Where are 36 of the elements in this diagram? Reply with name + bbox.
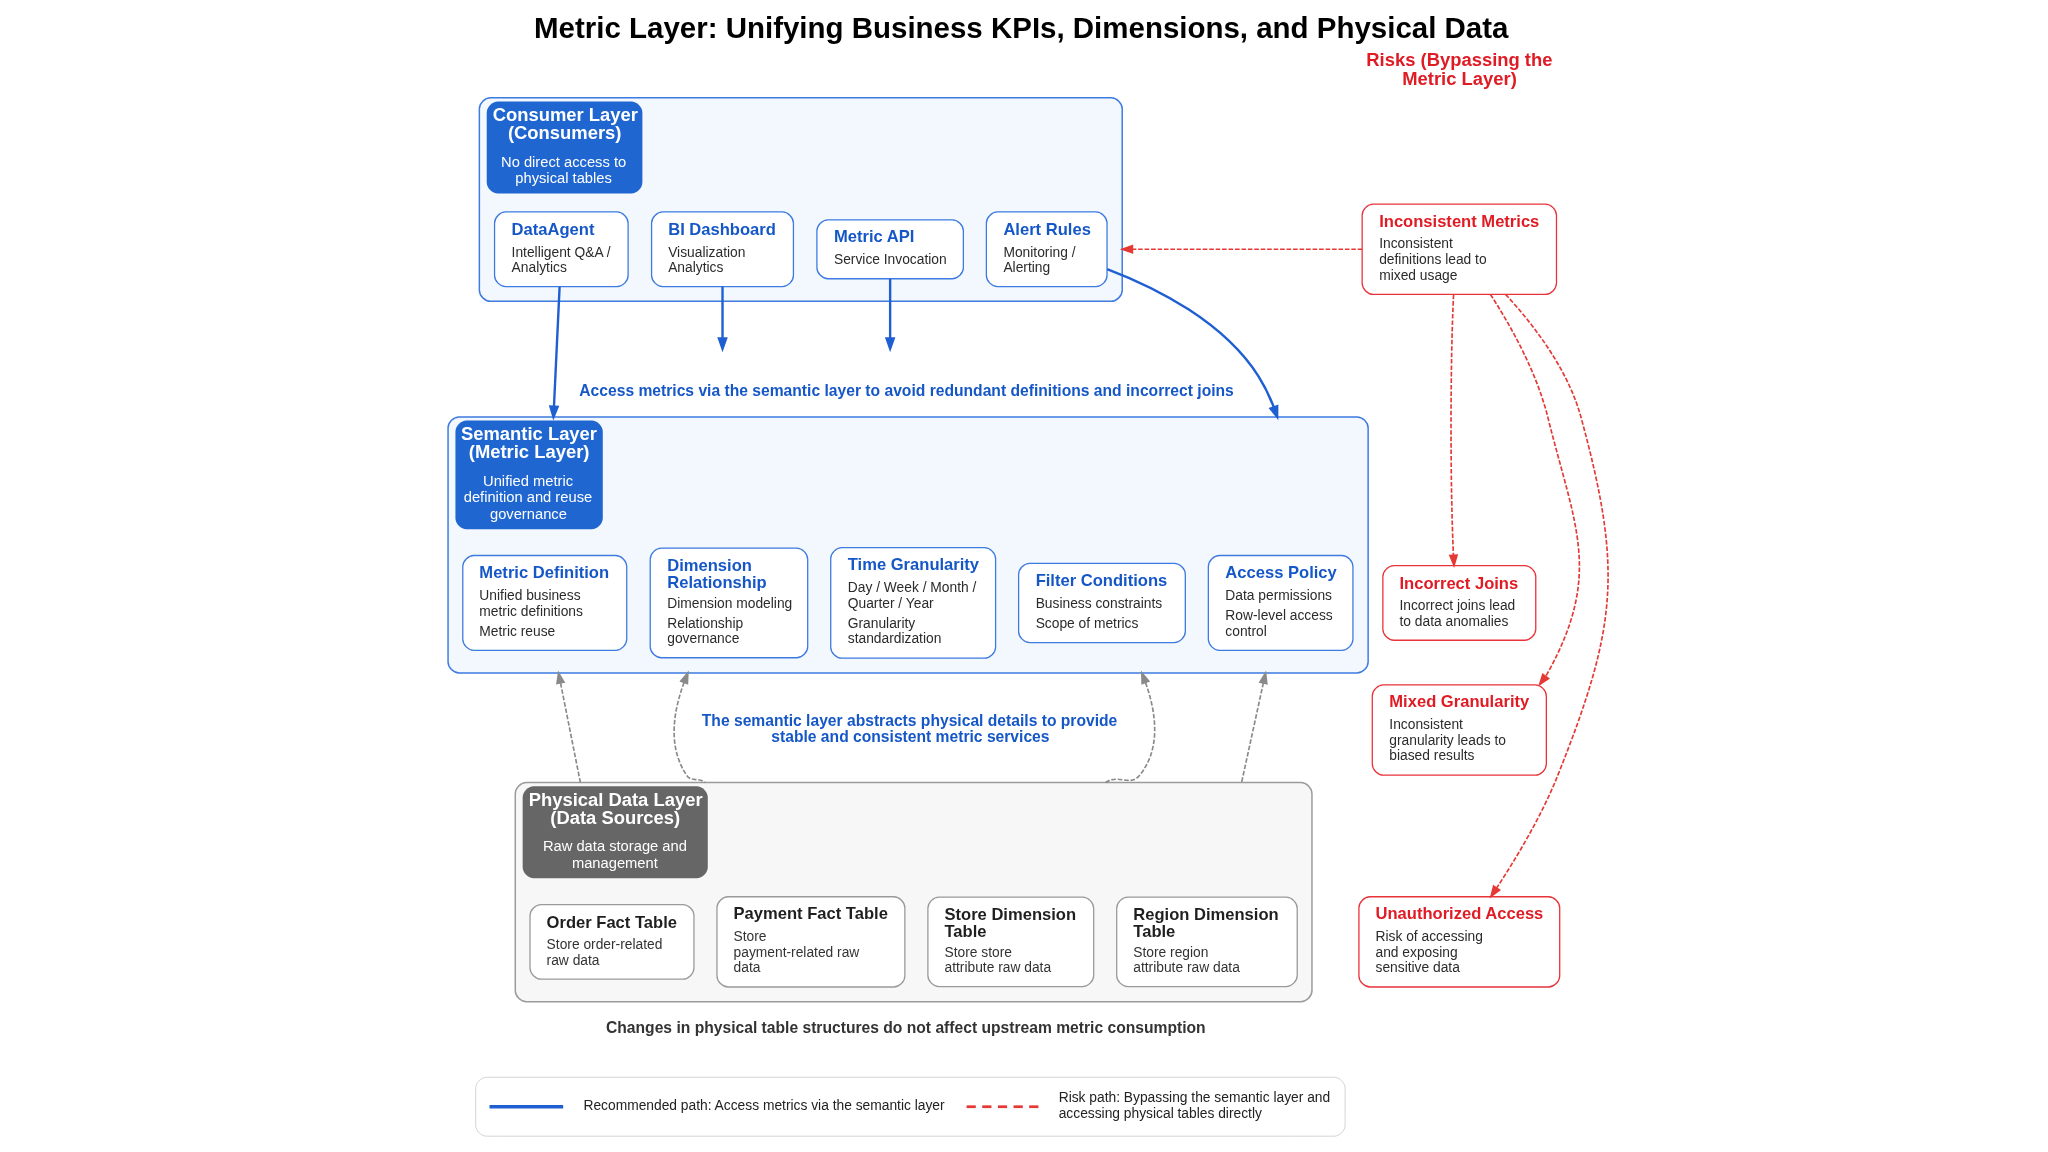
node-box: Region Dimension Table Store region attribute raw data [1115,896,1298,988]
arrow [672,670,706,784]
legend-label: Risk path: Bypassing the semantic layer and accessing physical tables directly [1058,1089,1330,1121]
label: Changes in physical table structures do not affect upstream metric consumption [605,1019,1206,1037]
node-box: Unauthorized Access Risk of accessing and exposing sensitive data [1357,896,1560,988]
node-box: Store Dimension Table Store store attribute raw data [926,896,1094,988]
arrow [1104,670,1156,784]
arrow [716,286,728,353]
node-box: Payment Fact Table Store payment-related raw data [715,896,905,988]
arrow [1119,244,1363,254]
node-box: Metric API Service Invocation [815,219,964,280]
arrow [1448,293,1458,569]
node-box: BI Dashboard Visualization Analytics [650,211,794,288]
arrow [555,670,581,784]
arrow [1106,267,1278,421]
node-box: Alert Rules Monitoring / Alerting [985,211,1108,288]
arrow [1489,293,1580,687]
node-box: Inconsistent Metrics Inconsistent definitions lead to mixed usage [1361,203,1557,296]
node-box: DataAgent Intelligent Q&A / Analytics [493,211,629,288]
legend-label: Recommended path: Access metrics via the semantic layer [582,1096,945,1113]
node-box: Dimension Relationship Dimension modeling Relationship governance [649,547,808,659]
arrow [1489,293,1609,899]
node-box: Access Policy Data permissions Row-level access control [1207,554,1354,651]
arrow [884,278,895,353]
node-box: Incorrect Joins Incorrect joins lead to data anomalies [1381,565,1536,641]
node-box: Time Granularity Day / Week / Month / Quarter / Year Granularity standardization [829,547,996,659]
diagram-title: Metric Layer: Unifying Business KPIs, Dimensions, and Physical Data [533,11,1508,45]
node-box: Filter Conditions Business constraints Scope of metrics [1017,562,1186,644]
arrow [1240,670,1268,784]
node-box: Metric Definition Unified business metric definitions Metric reuse [461,554,627,651]
arrow [548,286,561,421]
label: The semantic layer abstracts physical details to provide stable and consistent metric services [701,711,1117,745]
label: Access metrics via the semantic layer to avoid redundant definitions and incorrect joins [578,381,1234,399]
label: Risks (Bypassing the Metric Layer) [1365,49,1552,89]
node-box: Order Fact Table Store order-related raw data [528,903,695,980]
node-box: Mixed Granularity Inconsistent granularity leads to biased results [1371,684,1547,776]
